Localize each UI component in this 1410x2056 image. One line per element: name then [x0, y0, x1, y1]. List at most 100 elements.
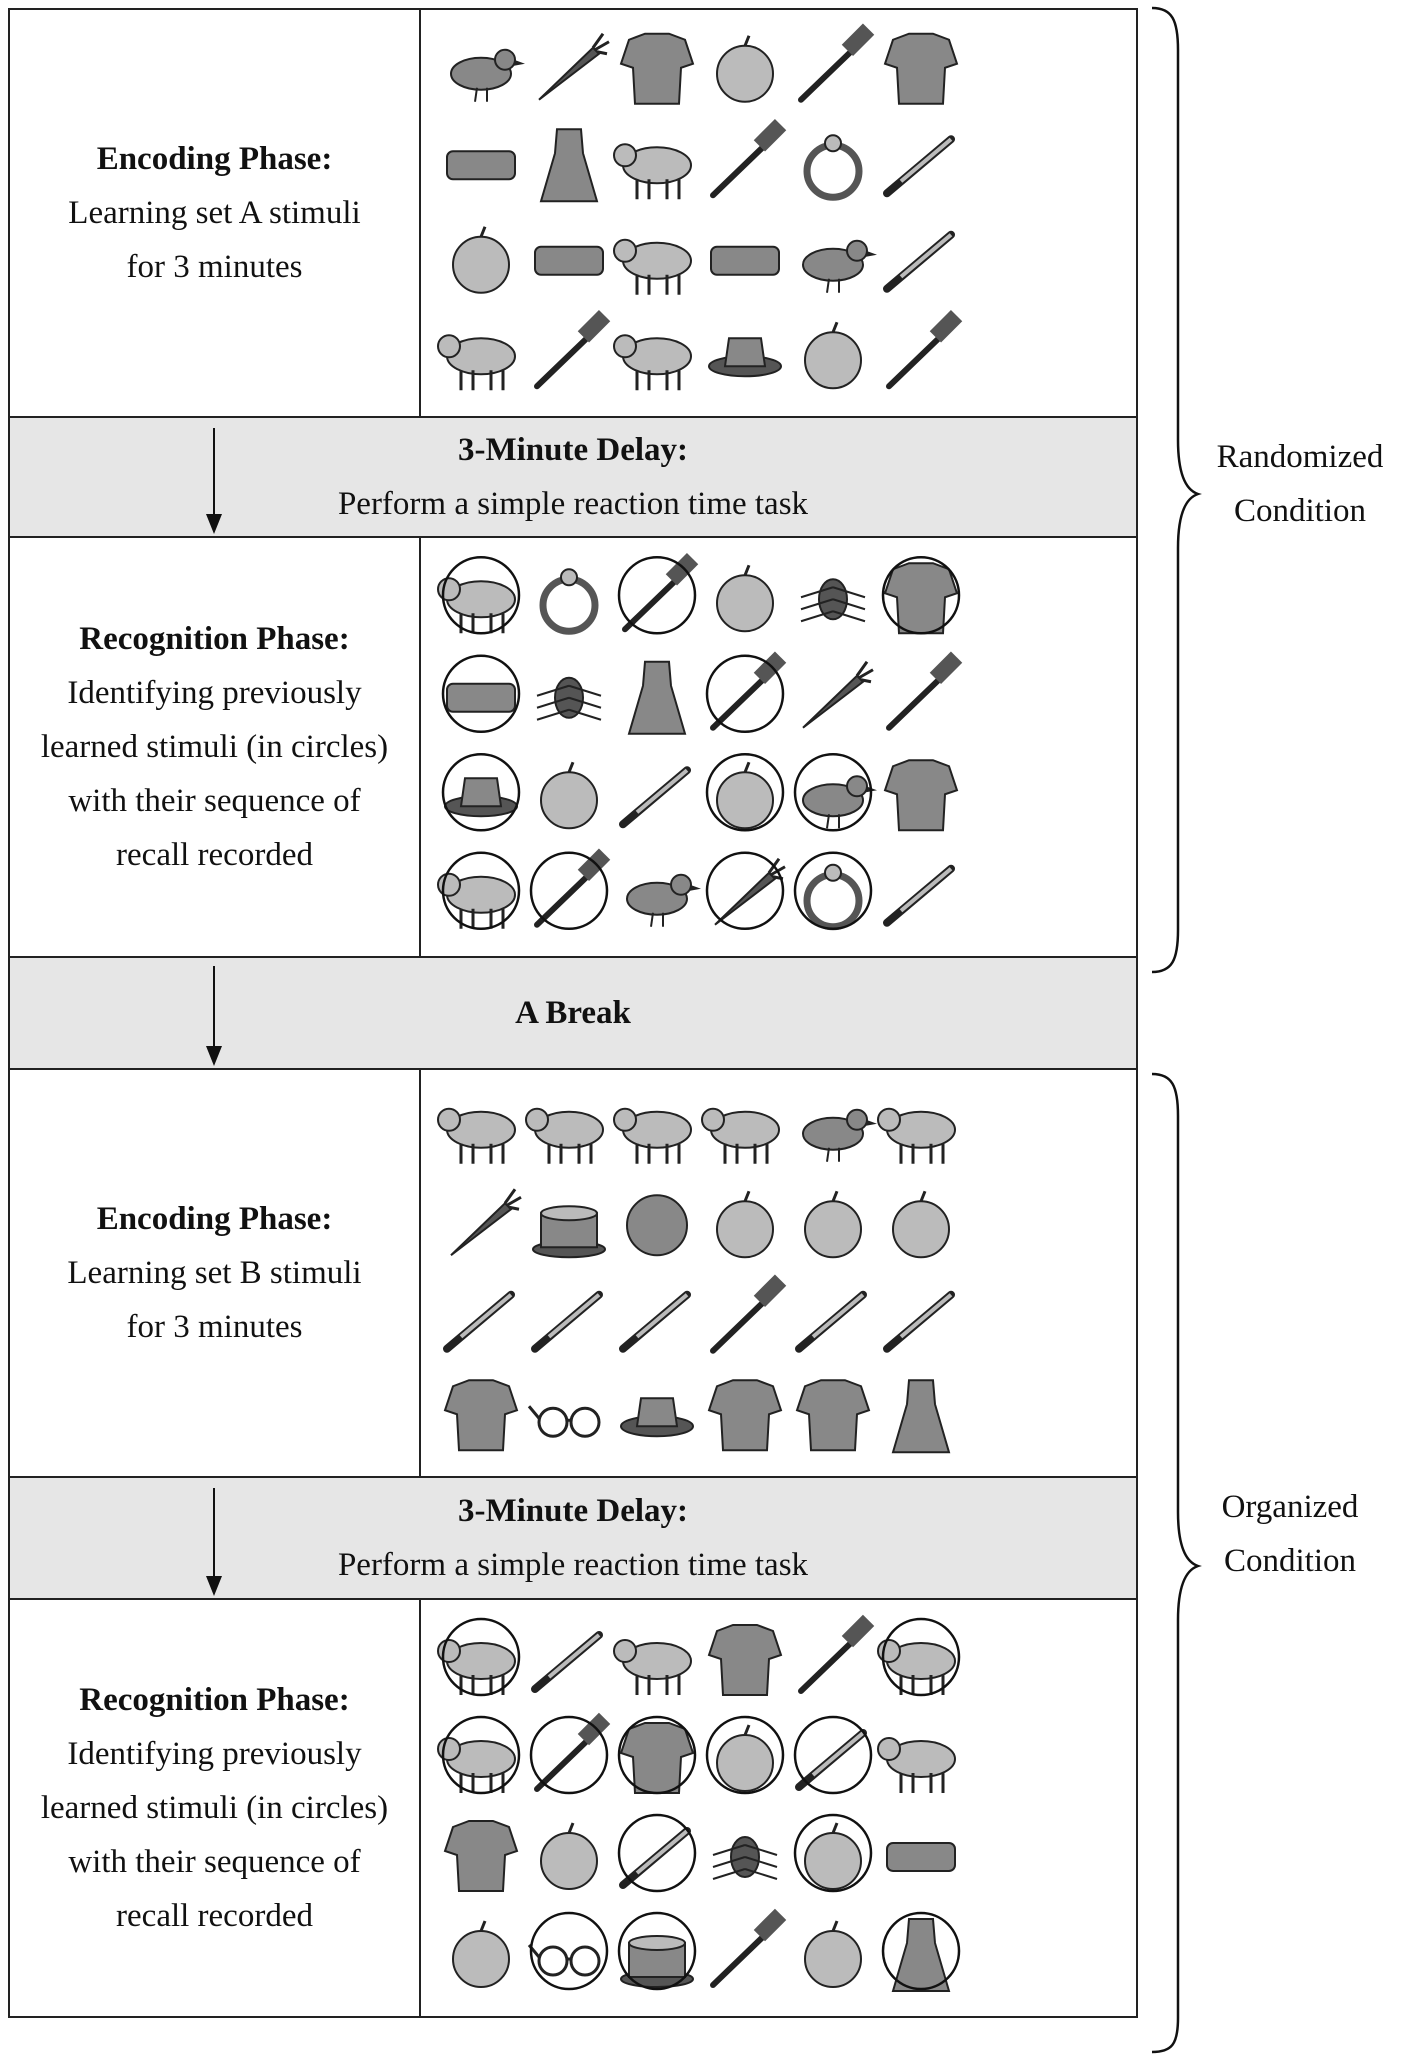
tie-icon: [627, 660, 687, 735]
glove-icon: [619, 32, 695, 105]
recognition-phase-a-line-4: recall recorded: [116, 837, 313, 873]
shoe-icon: [886, 1842, 956, 1872]
recognition-phase-b-line-1: Identifying previously: [67, 1736, 362, 1772]
encoding-phase-b-line-1: Learning set B stimuli: [67, 1255, 362, 1291]
recognition-phase-b-line-2: learned stimuli (in circles): [40, 1790, 389, 1826]
organized-condition-label: Organized Condition: [1190, 1480, 1390, 1588]
belt-icon: [534, 245, 604, 276]
peach-icon: [804, 1822, 862, 1890]
recall-circle-marker: [529, 1715, 609, 1795]
recognition-phase-b-title: Recognition Phase:: [79, 1682, 350, 1718]
sweater-icon: [883, 562, 959, 635]
sheep-icon: [437, 334, 516, 391]
dustpan-icon: [710, 1908, 787, 1988]
recall-circle-marker: [881, 1617, 961, 1697]
arrow-head-3: [206, 1576, 222, 1596]
recall-circle-marker: [441, 654, 521, 733]
saw-icon: [534, 848, 611, 928]
fly-icon: [712, 1836, 778, 1880]
hat-icon: [620, 1397, 694, 1438]
recognition-b-stimuli-grid: [421, 1600, 1136, 2016]
pear-icon: [892, 1190, 950, 1259]
pepper-icon: [452, 1920, 510, 1988]
shirt-icon: [795, 1379, 871, 1452]
recall-circle-marker: [441, 753, 521, 832]
plug-icon: [710, 1274, 787, 1354]
recall-circle-marker: [441, 1715, 521, 1795]
break-band: A Break: [8, 956, 1138, 1070]
recall-circle-marker: [705, 1715, 785, 1795]
skirt-icon: [891, 1379, 951, 1454]
recognition-phase-b-text: Recognition Phase: Identifying previousl…: [10, 1600, 421, 2016]
coat-icon: [443, 1379, 519, 1452]
encoding-phase-b-panel: Encoding Phase: Learning set B stimuli f…: [8, 1068, 1138, 1478]
delay-1-text: Perform a simple reaction time task: [337, 486, 809, 522]
recall-circle-marker: [705, 753, 785, 832]
rolling-pin-icon: [531, 1631, 603, 1693]
donkey-icon: [877, 1737, 956, 1793]
owl-icon: [802, 1108, 877, 1162]
banana-icon: [450, 1188, 522, 1257]
axe-icon: [710, 651, 787, 731]
carrot-icon: [538, 32, 610, 101]
duck-icon: [802, 239, 877, 293]
recall-circle-marker: [617, 556, 697, 635]
encoding-a-stimuli-svg: [437, 23, 963, 391]
randomized-brace: [1151, 6, 1202, 974]
recognition-b-stimuli-svg: [437, 1614, 961, 1992]
ring-icon: [803, 134, 863, 201]
shirt-icon: [619, 1722, 695, 1794]
recall-circle-marker: [441, 1617, 521, 1697]
encoding-phase-a-line-1: Learning set A stimuli: [68, 195, 361, 231]
delay-2-title: 3-Minute Delay:: [457, 1493, 689, 1529]
watch-icon: [539, 568, 599, 635]
recall-circle-marker: [793, 851, 873, 930]
knife-icon: [619, 1827, 691, 1889]
break-title: A Break: [515, 995, 631, 1031]
bread-icon: [710, 245, 780, 276]
butterfly-icon: [536, 676, 602, 721]
encoding-phase-a-panel: Encoding Phase: Learning set A stimuli f…: [8, 8, 1138, 418]
scissors-icon: [798, 1614, 875, 1694]
recognition-phase-a-text: Recognition Phase: Identifying previousl…: [10, 538, 421, 956]
sock-icon: [883, 759, 959, 832]
onion-icon: [452, 226, 510, 294]
encoding-a-stimuli-grid: [421, 10, 1136, 416]
mushroom-icon: [626, 1194, 688, 1257]
encoding-phase-a-line-2: for 3 minutes: [126, 249, 303, 285]
mitten-icon: [707, 1379, 783, 1452]
recognition-phase-b-line-4: recall recorded: [116, 1898, 313, 1934]
vest-icon: [707, 1624, 783, 1696]
encoding-phase-a-title: Encoding Phase:: [96, 141, 333, 177]
encoding-b-stimuli-grid: [421, 1070, 1136, 1476]
saw-icon: [534, 309, 611, 390]
encoding-phase-a-text: Encoding Phase: Learning set A stimuli f…: [10, 10, 421, 416]
recognition-phase-a-line-3: with their sequence of: [68, 783, 361, 819]
cat-icon: [437, 1107, 516, 1164]
randomized-label-line-2: Condition: [1233, 493, 1367, 529]
cherry-icon: [804, 1920, 862, 1988]
recognition-a-stimuli-grid: [421, 538, 1136, 956]
cake-icon: [532, 1205, 606, 1259]
apple-icon: [716, 35, 774, 103]
knife-icon: [619, 1290, 691, 1353]
tape-icon: [443, 1290, 515, 1353]
pliers-icon: [886, 651, 963, 731]
skirt-icon: [891, 1918, 951, 1992]
recognition-phase-a-line-2: learned stimuli (in circles): [40, 729, 389, 765]
screwdriver-icon: [883, 1290, 955, 1353]
recall-circle-marker: [617, 1813, 697, 1893]
spider-icon: [800, 578, 866, 623]
chicken-icon: [626, 873, 701, 927]
horse-icon: [701, 1107, 780, 1164]
corn-icon: [802, 660, 874, 729]
ruler-icon: [619, 766, 691, 829]
recognition-phase-a-panel: Recognition Phase: Identifying previousl…: [8, 536, 1138, 958]
hanger-icon: [883, 135, 955, 198]
axe-icon: [710, 118, 787, 199]
spoon-icon: [883, 230, 955, 293]
tape-icon: [795, 1729, 867, 1791]
recall-circle-marker: [793, 1813, 873, 1893]
recall-circle-marker: [617, 1715, 697, 1795]
duck-icon: [802, 775, 877, 829]
